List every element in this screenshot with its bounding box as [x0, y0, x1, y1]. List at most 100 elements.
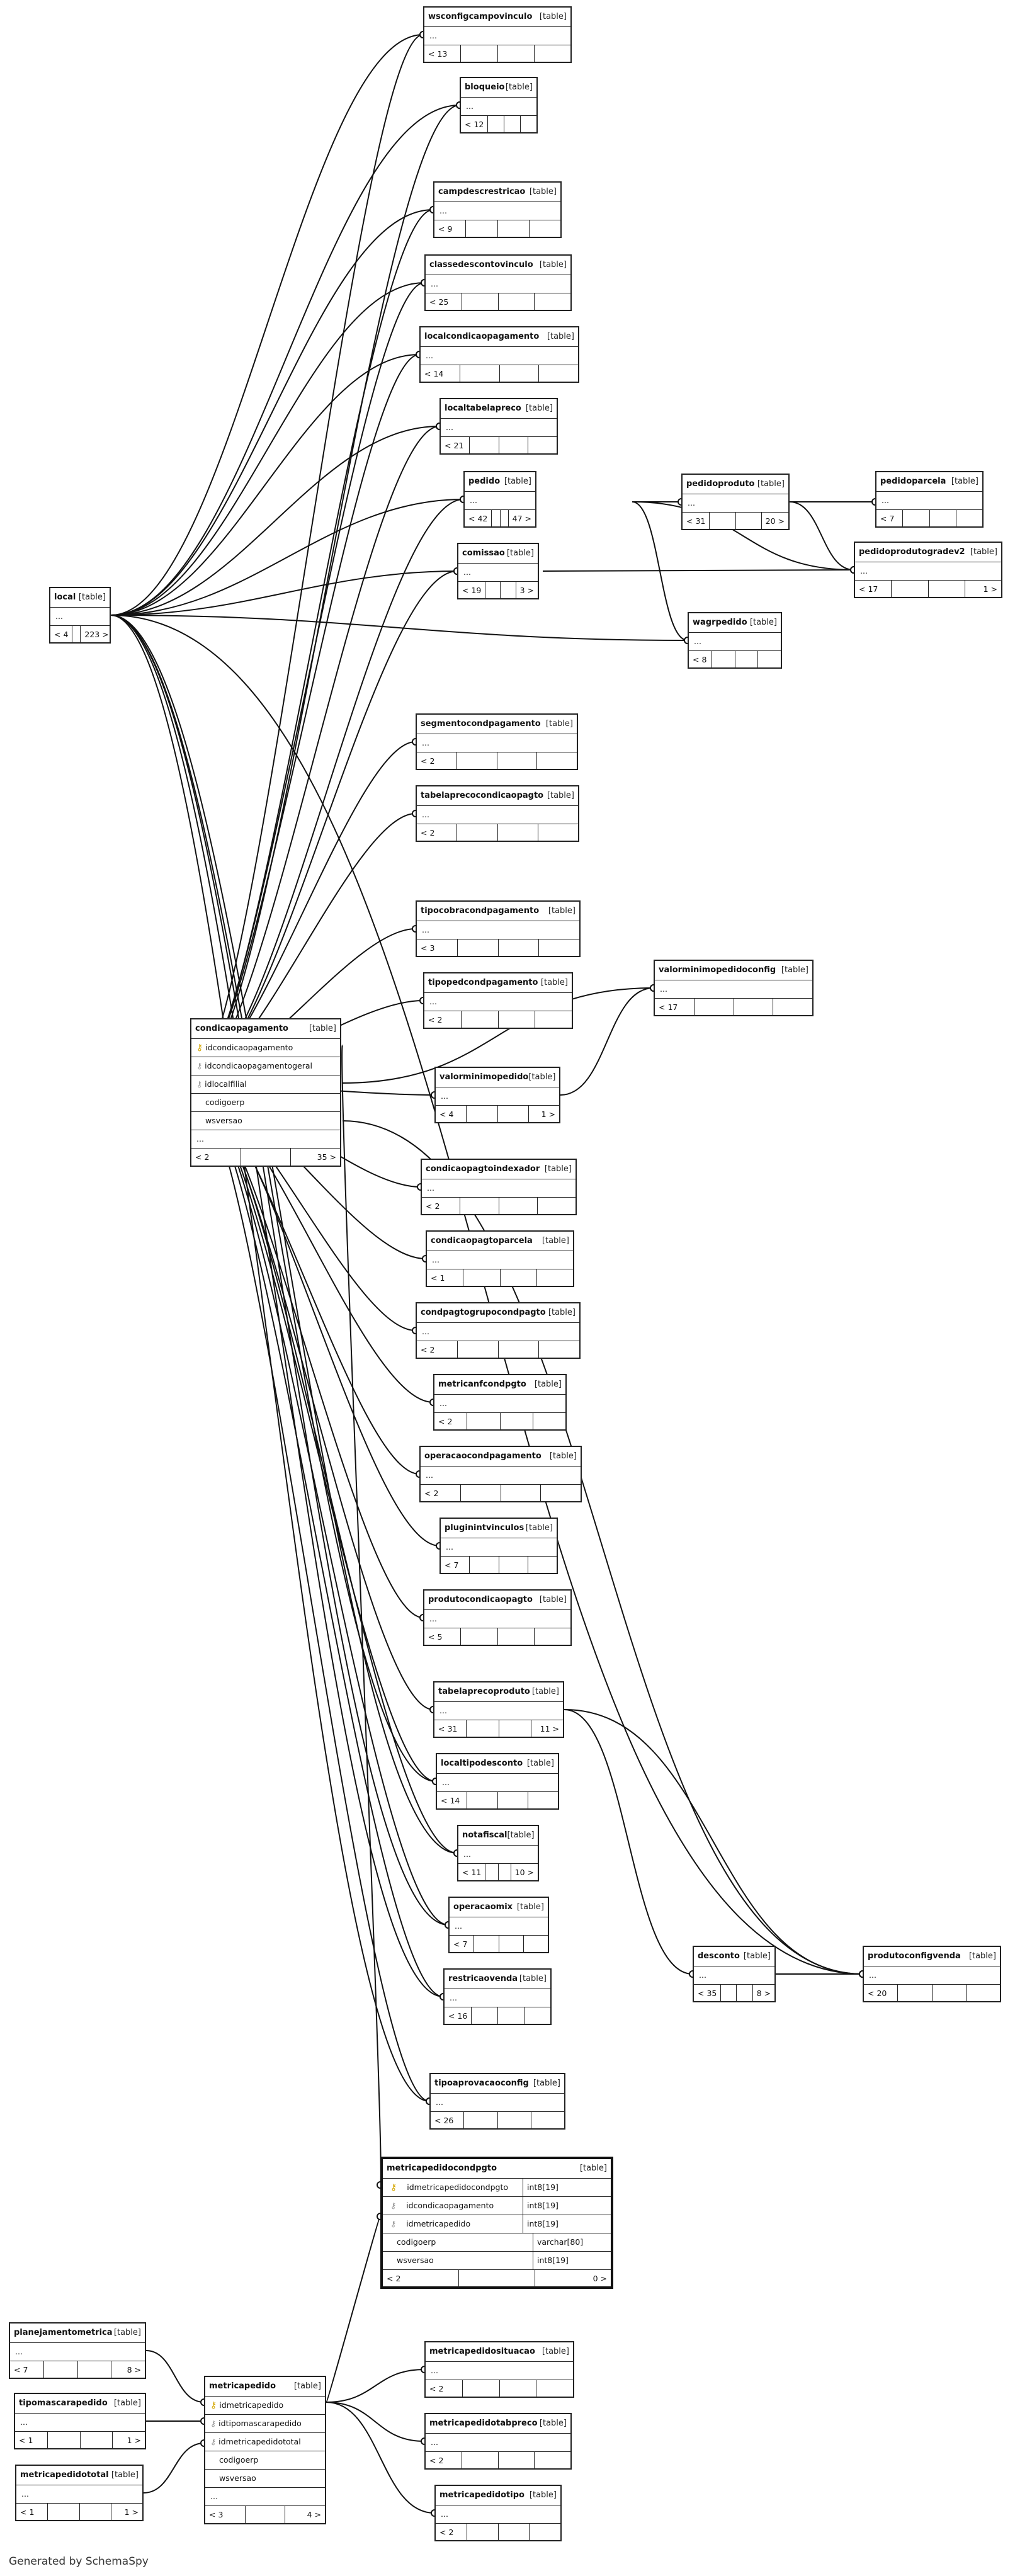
table-condicaopagtoparcela[interactable]: condicaopagtoparcela[table] ... < 1: [426, 1230, 574, 1287]
table-classedescontovinculo[interactable]: classedescontovinculo[table] ... < 25: [424, 254, 572, 311]
table-tipoaprovacaoconfig[interactable]: tipoaprovacaoconfig[table] ... < 26: [429, 2073, 565, 2130]
table-condicaopagamento[interactable]: condicaopagamento[table] ⚷idcondicaopaga…: [190, 1018, 341, 1167]
ellipsis-row: ...: [191, 1130, 340, 1149]
column-row: wsversao: [205, 2470, 325, 2488]
ellipsis-row: ...: [694, 1966, 774, 1985]
relationship-line: [632, 501, 688, 641]
ellipsis-row: ...: [10, 2343, 145, 2361]
table-wagrpedido[interactable]: wagrpedido[table] ... < 8: [688, 612, 782, 669]
relationship-line: [110, 499, 464, 616]
table-name: valorminimopedido: [439, 1072, 529, 1082]
table-tipocobracondpagamento[interactable]: tipocobracondpagamento[table] ... < 3: [416, 900, 581, 957]
table-metricapedidosituacao[interactable]: metricapedidosituacao[table] ... < 2: [424, 2341, 574, 2398]
table-localcondicaopagamento[interactable]: localcondicaopagamento[table] ... < 14: [419, 326, 579, 383]
table-produtoconfigvenda[interactable]: produtoconfigvenda[table] ... < 20: [863, 1946, 1001, 2002]
relationship-line: [326, 2216, 381, 2403]
table-restricaovenda[interactable]: restricaovenda[table] ... < 16: [443, 1968, 552, 2025]
primary-key-icon: ⚷: [390, 2182, 397, 2193]
relationship-line: [190, 1082, 444, 1997]
table-condicaopagtoindexador[interactable]: condicaopagtoindexador[table] ... < 2: [421, 1159, 577, 1215]
relationship-line: [789, 501, 854, 570]
table-name: tabelaprecoproduto: [438, 1687, 530, 1696]
foreign-key-icon: ⚷: [390, 2201, 397, 2210]
table-name: metricapedidototal: [20, 2470, 109, 2480]
relationship-line: [110, 282, 425, 616]
relationship-line: [326, 2402, 425, 2442]
table-tipopedcondpagamento[interactable]: tipopedcondpagamento[table] ... < 2: [423, 972, 573, 1029]
ellipsis-row: ...: [450, 1917, 548, 1936]
relationship-line: [560, 987, 654, 1096]
table-name: produtoconfigvenda: [868, 1951, 961, 1961]
relationship-line: [190, 1082, 434, 1710]
table-name: tipopedcondpagamento: [428, 978, 538, 987]
table-name: localcondicaopagamento: [424, 332, 540, 341]
column-row: wsversao: [191, 1112, 340, 1130]
table-valorminimopedidoconfig[interactable]: valorminimopedidoconfig[table] ... < 17: [654, 960, 814, 1016]
table-produtocondicaopagto[interactable]: produtocondicaopagto[table] ... < 5: [423, 1589, 572, 1646]
table-name: metricapedidosituacao: [429, 2347, 535, 2356]
table-metricanfcondpgto[interactable]: metricanfcondpgto[table] ... < 2: [433, 1374, 567, 1431]
table-pluginintvinculos[interactable]: pluginintvinculos[table] ... < 7: [439, 1518, 558, 1574]
relationship-line: [110, 34, 424, 616]
table-name: tipoaprovacaoconfig: [434, 2079, 529, 2088]
ellipsis-row: ...: [417, 806, 578, 824]
relationship-line: [190, 1082, 436, 1782]
table-name: metricapedidotabpreco: [429, 2419, 538, 2428]
ellipsis-row: ...: [427, 1251, 573, 1269]
ellipsis-row: ...: [424, 27, 570, 45]
table-condpagtogrupocondpagto[interactable]: condpagtogrupocondpagto[table] ... < 2: [416, 1302, 581, 1359]
table-campdescrestricao[interactable]: campdescrestricao[table] ... < 9: [433, 181, 562, 238]
ellipsis-row: ...: [864, 1966, 1000, 1985]
generator-credit: Generated by SchemaSpy: [9, 2555, 149, 2568]
ellipsis-row: ...: [441, 419, 557, 437]
table-name: produtocondicaopagto: [428, 1595, 533, 1604]
relationship-line: [110, 426, 440, 616]
table-name: metricapedidotipo: [439, 2490, 525, 2500]
table-operacaocondpagamento[interactable]: operacaocondpagamento[table] ... < 2: [419, 1446, 582, 1502]
ellipsis-row: ...: [417, 1323, 579, 1341]
ellipsis-row: ...: [421, 1467, 581, 1485]
table-metricapedidotabpreco[interactable]: metricapedidotabpreco[table] ... < 2: [424, 2413, 572, 2470]
table-localtabelapreco[interactable]: localtabelapreco[table] ... < 21: [439, 398, 558, 455]
table-name: metricapedidocondpgto: [387, 2164, 497, 2173]
table-name: operacaomix: [453, 1902, 513, 1912]
ellipsis-row: ...: [683, 494, 788, 513]
relationship-line: [190, 1082, 430, 2102]
table-segmentocondpagamento[interactable]: segmentocondpagamento[table] ... < 2: [416, 713, 578, 770]
table-operacaomix[interactable]: operacaomix[table] ... < 7: [448, 1897, 549, 1953]
ellipsis-row: ...: [424, 1610, 570, 1628]
table-wsconfigcampovinculo[interactable]: wsconfigcampovinculo[table] ... < 13: [423, 6, 572, 63]
column-row: ⚷idcondicaopagamentogeral: [191, 1057, 340, 1075]
foreign-key-icon: ⚷: [390, 2219, 397, 2228]
primary-key-icon: ⚷: [210, 2400, 217, 2410]
relationship-line: [110, 209, 434, 616]
ellipsis-row: ...: [417, 921, 579, 939]
column-row: ⚷idlocalfilial: [191, 1075, 340, 1094]
relationship-line: [110, 354, 420, 616]
table-metricapedidotipo[interactable]: metricapedidotipo[table] ... < 2: [434, 2485, 562, 2541]
table-bloqueio[interactable]: bloqueio[table] ... < 12: [460, 77, 538, 133]
table-pedidoparcela[interactable]: pedidoparcela[table] ... < 7: [875, 471, 984, 528]
ellipsis-row: ...: [417, 734, 577, 752]
table-metricapedidocondpgto[interactable]: metricapedidocondpgto[table] ⚷idmetricap…: [380, 2157, 613, 2289]
table-metricapedido[interactable]: metricapedido[table] ⚷idmetricapedido ⚷i…: [204, 2376, 326, 2524]
relationship-line: [110, 615, 436, 1782]
table-localtipodesconto[interactable]: localtipodesconto[table] ... < 14: [436, 1753, 559, 1810]
table-tabelaprecocondicaopagto[interactable]: tabelaprecocondicaopagto[table] ... < 2: [416, 785, 579, 842]
table-name: campdescrestricao: [438, 187, 526, 196]
